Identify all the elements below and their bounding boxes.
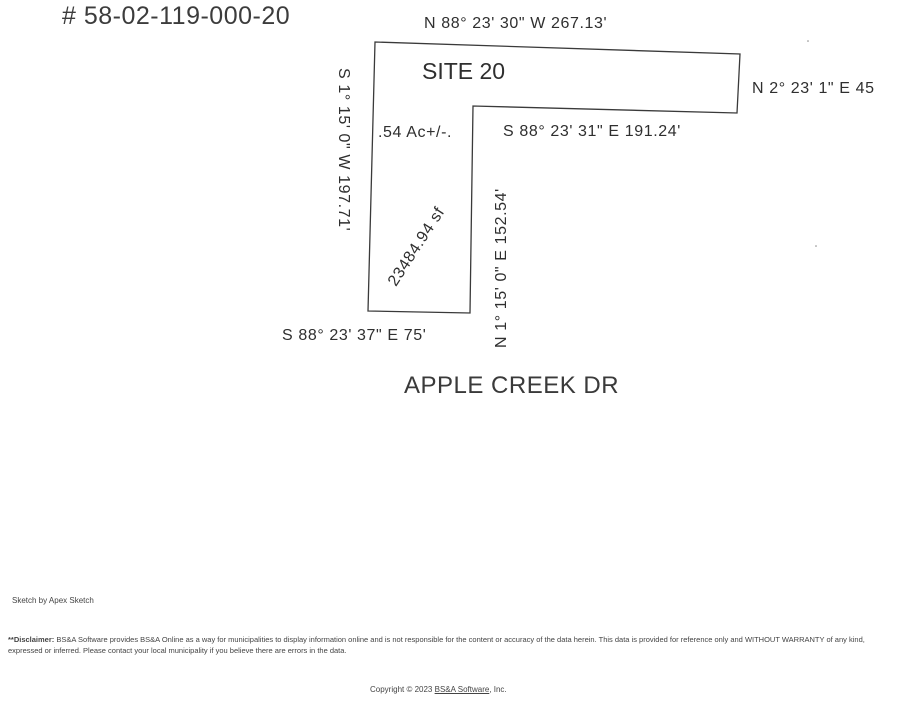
- bearing-top: N 88° 23' 30" W 267.13': [424, 15, 608, 32]
- acreage-label: .54 Ac+/-.: [378, 124, 453, 141]
- copyright: Copyright © 2023 BS&A Software, Inc.: [370, 685, 507, 694]
- bearing-inner-top: S 88° 23' 31" E 191.24': [503, 123, 681, 140]
- copyright-prefix: Copyright © 2023: [370, 685, 435, 694]
- disclaimer: **Disclaimer: BS&A Software provides BS&…: [8, 634, 888, 656]
- parcel-id: # 58-02-119-000-20: [62, 2, 291, 30]
- disclaimer-label: **Disclaimer:: [8, 635, 55, 644]
- bearing-bottom: S 88° 23' 37" E 75': [282, 327, 427, 344]
- street-label: APPLE CREEK DR: [404, 372, 620, 399]
- disclaimer-text: BS&A Software provides BS&A Online as a …: [8, 635, 865, 655]
- copyright-company-link[interactable]: BS&A Software: [434, 685, 490, 694]
- site-label: SITE 20: [422, 58, 506, 84]
- bearing-left: S 1° 15' 0" W 197.71': [335, 68, 352, 232]
- copyright-suffix: , Inc.: [489, 685, 507, 694]
- sketch-credit: Sketch by Apex Sketch: [12, 596, 94, 605]
- bearing-right: N 2° 23' 1" E 45: [752, 80, 875, 97]
- parcel-boundary: [367, 41, 741, 314]
- bearing-inner-vertical: N 1° 15' 0" E 152.54': [493, 188, 510, 348]
